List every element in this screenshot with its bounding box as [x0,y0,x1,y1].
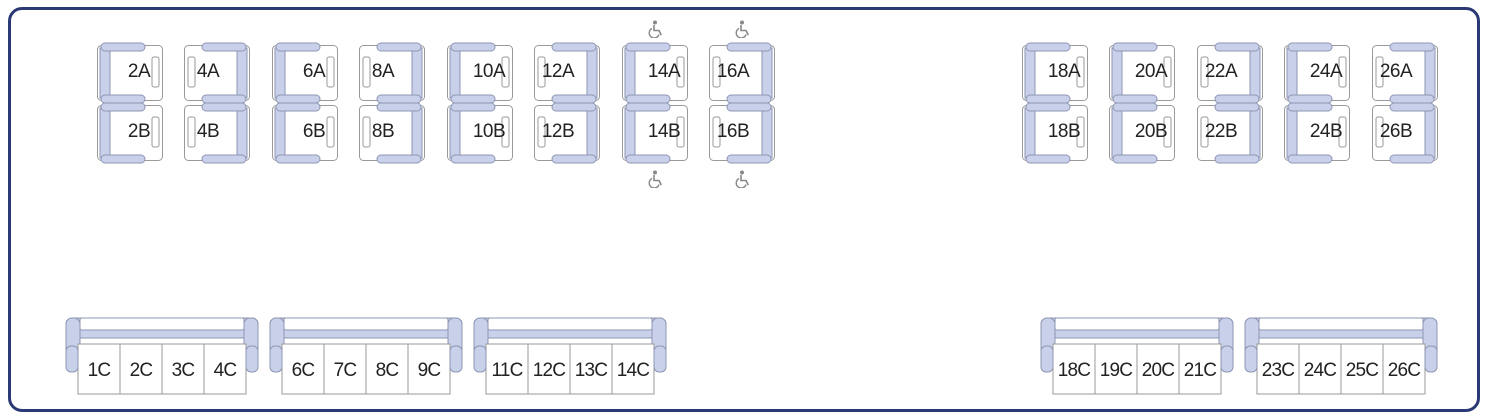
seat-1c[interactable]: 1C [87,360,112,381]
seat-24c[interactable]: 24C [1303,360,1337,381]
seat-10b[interactable]: 10B [447,102,513,164]
seat-label: 24A [1309,61,1343,82]
seat-label: 16A [716,61,750,82]
bench-1: 1C 2C 3C 4C [64,316,260,398]
seat-6c[interactable]: 6C [291,360,316,381]
seat-12c[interactable]: 12C [532,360,566,381]
seat-4a[interactable]: 4A [184,42,250,104]
seat-26c[interactable]: 26C [1387,360,1421,381]
seat-18c[interactable]: 18C [1057,360,1091,381]
seat-label: 26A [1379,61,1413,82]
seat-label: 10A [472,61,506,82]
bench-3: 11C 12C 13C 14C [472,316,668,398]
seat-label: 22B [1204,121,1238,142]
seat-19c[interactable]: 19C [1099,360,1133,381]
seat-12b[interactable]: 12B [534,102,600,164]
seat-label: 12A [541,61,575,82]
wheelchair-accessible-icon [735,20,751,39]
seat-label: 4A [196,61,220,82]
wheelchair-accessible-icon [648,20,664,39]
seat-24a[interactable]: 24A [1284,42,1350,104]
seat-25c[interactable]: 25C [1345,360,1379,381]
seat-label: 20B [1134,121,1168,142]
seat-14a[interactable]: 14A [622,42,688,104]
seat-20b[interactable]: 20B [1109,102,1175,164]
seat-label: 24B [1309,121,1343,142]
seat-8b[interactable]: 8B [359,102,425,164]
seat-13c[interactable]: 13C [574,360,608,381]
seat-label: 8A [371,61,395,82]
seat-7c[interactable]: 7C [333,360,358,381]
seat-label: 4B [196,121,220,142]
seat-label: 6A [302,61,326,82]
seat-18a[interactable]: 18A [1022,42,1088,104]
seat-10a[interactable]: 10A [447,42,513,104]
seat-14c[interactable]: 14C [616,360,650,381]
seat-label: 22A [1204,61,1238,82]
seat-23c[interactable]: 23C [1261,360,1295,381]
seat-14b[interactable]: 14B [622,102,688,164]
seat-12a[interactable]: 12A [534,42,600,104]
seat-18b[interactable]: 18B [1022,102,1088,164]
seat-26b[interactable]: 26B [1372,102,1438,164]
seat-label: 14A [647,61,681,82]
seat-21c[interactable]: 21C [1183,360,1217,381]
seat-22b[interactable]: 22B [1197,102,1263,164]
seat-20a[interactable]: 20A [1109,42,1175,104]
seat-label: 12B [541,121,575,142]
seat-2c[interactable]: 2C [129,360,154,381]
seat-label: 14B [647,121,681,142]
seat-label: 8B [371,121,395,142]
seat-8c[interactable]: 8C [375,360,400,381]
bench-2: 6C 7C 8C 9C [268,316,464,398]
seat-4c[interactable]: 4C [213,360,238,381]
seat-26a[interactable]: 26A [1372,42,1438,104]
seat-label: 2B [127,121,151,142]
seat-9c[interactable]: 9C [417,360,442,381]
seat-label: 2A [127,61,151,82]
wheelchair-accessible-icon [735,170,751,189]
seat-16a[interactable]: 16A [709,42,775,104]
seat-2a[interactable]: 2A [97,42,163,104]
seat-20c[interactable]: 20C [1141,360,1175,381]
seat-6b[interactable]: 6B [272,102,338,164]
seat-22a[interactable]: 22A [1197,42,1263,104]
seat-label: 20A [1134,61,1168,82]
seat-16b[interactable]: 16B [709,102,775,164]
seat-3c[interactable]: 3C [171,360,196,381]
seat-label: 18B [1047,121,1081,142]
seat-4b[interactable]: 4B [184,102,250,164]
seat-label: 10B [472,121,506,142]
seat-label: 18A [1047,61,1081,82]
seat-8a[interactable]: 8A [359,42,425,104]
seat-24b[interactable]: 24B [1284,102,1350,164]
wheelchair-accessible-icon [648,170,664,189]
bench-5: 23C 24C 25C 26C [1243,316,1439,398]
seat-label: 26B [1379,121,1413,142]
seat-11c[interactable]: 11C [491,360,523,381]
seat-2b[interactable]: 2B [97,102,163,164]
seat-label: 6B [302,121,326,142]
seat-label: 16B [716,121,750,142]
bench-4: 18C 19C 20C 21C [1039,316,1235,398]
seat-6a[interactable]: 6A [272,42,338,104]
